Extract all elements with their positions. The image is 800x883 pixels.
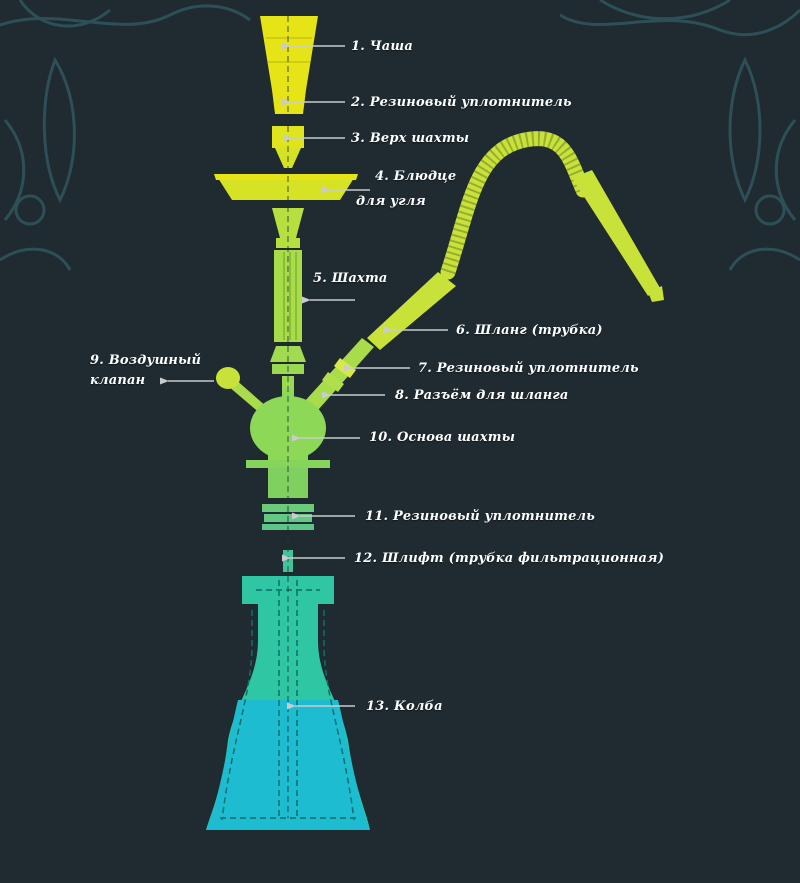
label-bowl: 1. Чаша <box>351 39 413 54</box>
hose-connector <box>304 338 374 410</box>
label-downstem: 12. Шлифт (трубка фильтрационная) <box>354 551 665 566</box>
label-hose-connector: 8. Разъём для шланга <box>395 388 569 403</box>
label-air-valve-line1: 9. Воздушный <box>90 353 202 368</box>
label-charcoal-tray-line1: 4. Блюдце <box>375 169 457 184</box>
label-hose: 6. Шланг (трубка) <box>456 323 603 338</box>
label-stem-base: 10. Основа шахты <box>369 430 516 445</box>
label-hose-grommet: 7. Резиновый уплотнитель <box>418 361 639 376</box>
label-air-valve-line2: клапан <box>90 373 146 388</box>
label-base-grommet: 11. Резиновый уплотнитель <box>365 509 596 524</box>
callout-arrows <box>159 42 448 710</box>
hose-handle <box>572 170 660 296</box>
label-stem-top: 3. Верх шахты <box>351 131 470 146</box>
label-vase: 13. Колба <box>366 699 443 714</box>
bowl <box>260 16 318 90</box>
background-ornament <box>0 0 800 271</box>
label-charcoal-tray-line2: для угля <box>356 194 426 209</box>
air-valve <box>216 367 268 415</box>
charcoal-tray <box>214 174 358 200</box>
label-bowl-grommet: 2. Резиновый уплотнитель <box>351 95 572 110</box>
label-stem: 5. Шахта <box>313 271 388 286</box>
